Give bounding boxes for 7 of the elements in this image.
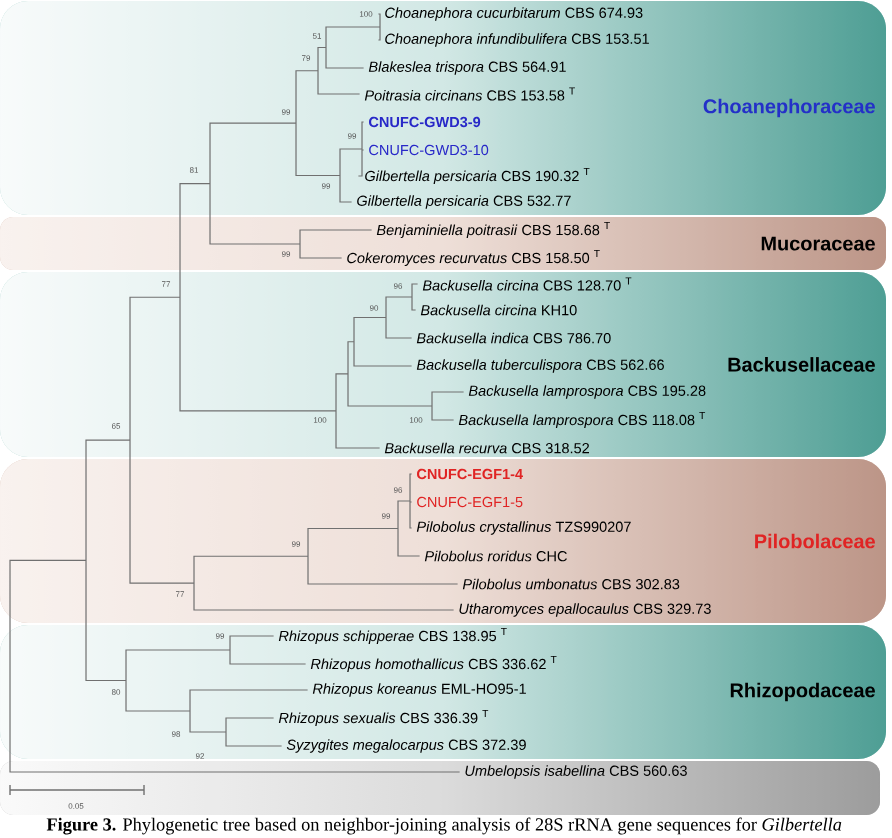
family-label: Choanephoraceae [703, 98, 875, 118]
family-label: Pilobolaceae [755, 533, 875, 549]
caption: Figure 3. Phylogenetic tree based on neighbor-joining analysis of 28S rRNA gene sequences for Gilbertella [46, 817, 842, 835]
family-label: Backusellaceae [728, 357, 875, 372]
family-label: Rhizopodaceae [730, 682, 875, 702]
family-label: Mucoraceae [761, 236, 875, 251]
shaded-band [0, 761, 880, 815]
